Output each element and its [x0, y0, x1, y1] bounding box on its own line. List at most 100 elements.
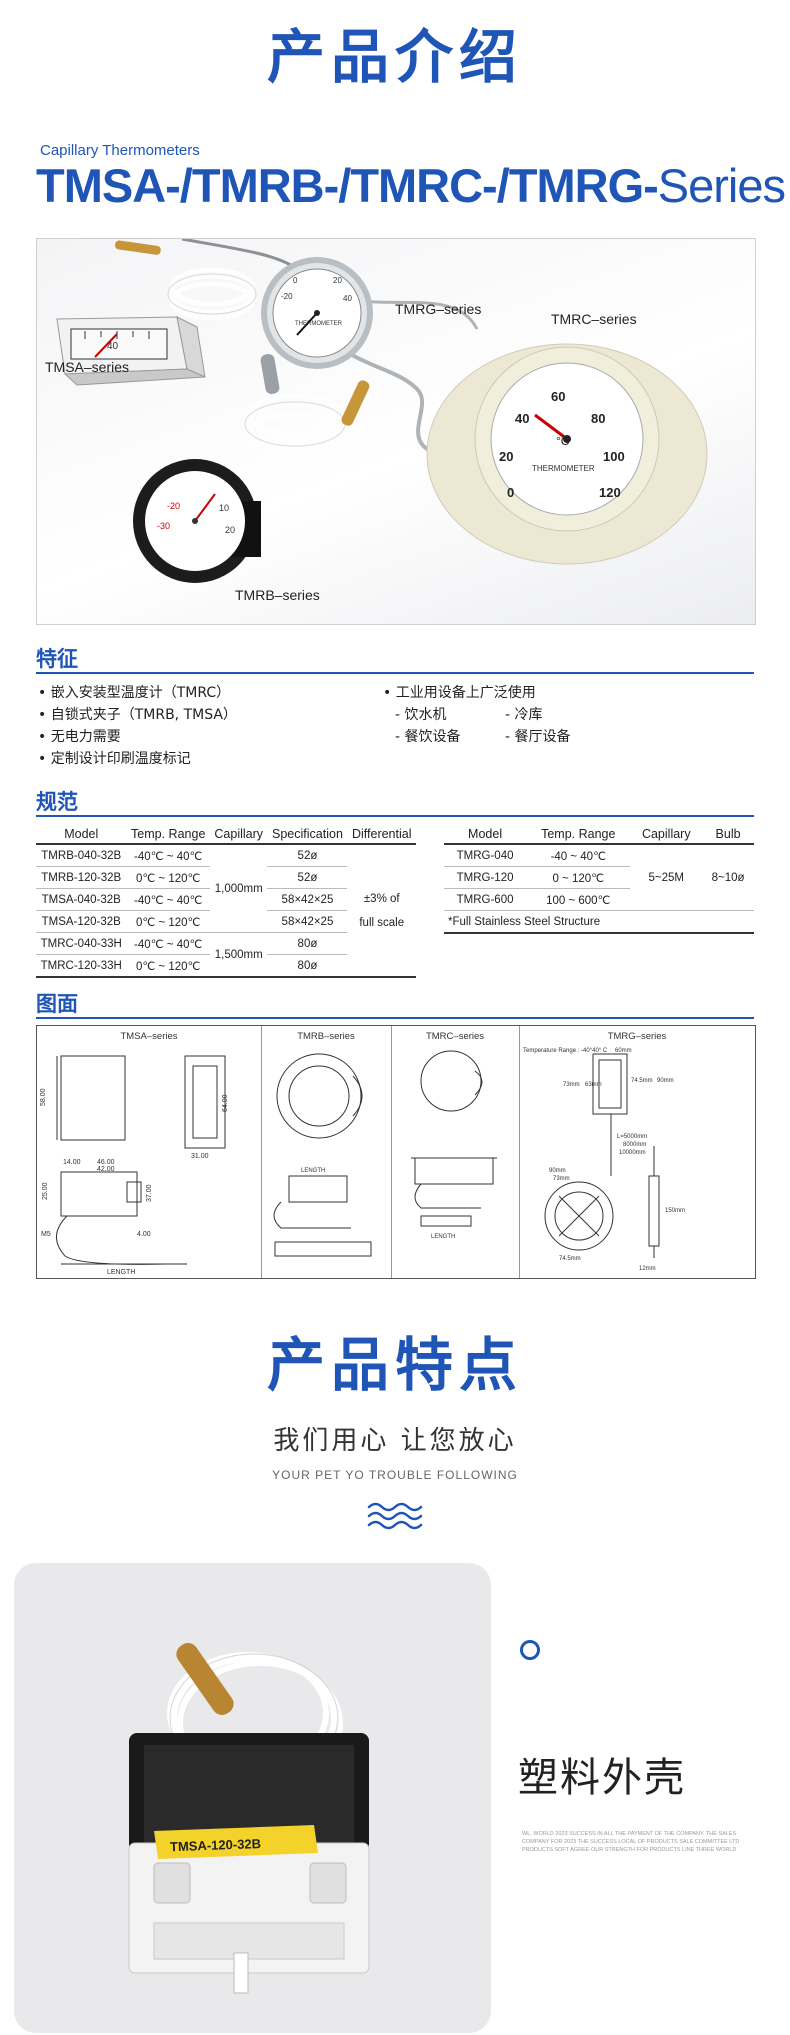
fine-print-line: COMPANY FOR 2023 THE SUCCESS LOCAL OF PR… [522, 1839, 740, 1845]
tmrc-tick-100: 100 [603, 449, 625, 464]
cell: TMRB-120-32B [36, 866, 127, 889]
differential-line: ±3% of [363, 892, 400, 905]
cell: 0℃ ~ 120℃ [126, 910, 210, 933]
cell: -40℃ ~ 40℃ [126, 888, 210, 911]
cell: TMRC-040-33H [36, 932, 127, 955]
features-title: 产品特点 [266, 1331, 523, 1399]
drawing-tmsa: TMSA–series 58.00 64.00 31.00 14.00 46.0… [37, 1026, 262, 1278]
cell: -40℃ ~ 40℃ [126, 844, 210, 867]
col-header: Model [444, 825, 527, 845]
dim: 58.00 [40, 1088, 47, 1106]
col-header: Capillary [210, 825, 268, 845]
table-row: TMRB-120-32B 0℃ ~ 120℃ 52ø [36, 866, 416, 889]
dim: 46.00 [97, 1159, 115, 1166]
tmrg-drawing-svg: Temperature Range : -40°40° C 60mm 73mm … [523, 1048, 685, 1272]
tmrg-thermometer: -20 0 20 40 THERMOMETER [261, 257, 373, 369]
cell: TMRG-600 [444, 888, 527, 911]
svg-text:-30: -30 [157, 521, 170, 531]
dim: 90mm [657, 1078, 674, 1084]
col-header: Bulb [702, 825, 754, 845]
series-title-main: TMSA-/TMRB-/TMRC-/TMRG- [36, 159, 659, 212]
spec-note: *Full Stainless Steel Structure [444, 910, 754, 934]
cell: TMRG-040 [444, 844, 527, 867]
detail-label: 塑料外壳 [518, 1755, 686, 1801]
feature-sub-item: - 饮水机 [395, 707, 447, 723]
svg-text:THERMOMETER: THERMOMETER [295, 321, 343, 327]
dim: L=5000mm [617, 1134, 647, 1140]
tmrc-tick-60: 60 [551, 389, 565, 404]
feature-sub-item: - 餐厅设备 [505, 729, 571, 745]
tmrc-tick-120: 120 [599, 485, 621, 500]
dim: M5 [41, 1231, 51, 1238]
tmrb-drawing-svg: LENGTH [273, 1053, 372, 1257]
dim: 150mm [665, 1208, 685, 1214]
svg-text:40: 40 [343, 294, 352, 303]
svg-text:20: 20 [333, 276, 342, 285]
cell: 5~25M [630, 844, 703, 911]
features-left-list: • 嵌入安装型温度计（TMRC） • 自锁式夹子（TMRB, TMSA） • 无… [38, 682, 237, 770]
table-row: TMRC-120-33H 0℃ ~ 120℃ 80ø [36, 954, 416, 978]
cell: 8~10ø [702, 844, 754, 911]
table-row: *Full Stainless Steel Structure [444, 910, 754, 934]
dim: 60mm [615, 1048, 632, 1054]
page-title: 产品介绍 [266, 23, 523, 91]
product-subtitle: Capillary Thermometers [40, 142, 200, 159]
technical-drawings: TMSA–series 58.00 64.00 31.00 14.00 46.0… [36, 1025, 756, 1279]
spec-table-right: Model Temp. Range Capillary Bulb TMRG-04… [444, 825, 754, 934]
cell: 80ø [267, 954, 348, 978]
features-divider [36, 672, 754, 674]
cell: 0℃ ~ 120℃ [126, 866, 210, 889]
product-detail-card: TMSA-120-32B [14, 1563, 491, 2033]
col-header: Temp. Range [126, 825, 210, 845]
spec-divider [36, 815, 754, 817]
col-header: Differential [347, 825, 416, 845]
dim: 90mm [549, 1168, 566, 1174]
feature-item: • 定制设计印刷温度标记 [38, 751, 191, 767]
fine-print-line: WL, WORLD 2023 SUCCESS IN ALL THE PAYMEN… [522, 1831, 737, 1837]
product-tag: TMSA-120-32B [170, 1836, 261, 1854]
col-header: Capillary [630, 825, 703, 845]
drawings-heading: 图面 [36, 992, 78, 1016]
dim: 74.5mm [631, 1078, 653, 1084]
waves-icon [367, 1502, 423, 1530]
svg-text:10: 10 [219, 503, 229, 513]
dim: 31.00 [191, 1153, 209, 1160]
label-tmrb: TMRB–series [235, 587, 320, 603]
dim: 10000mm [619, 1150, 646, 1156]
tmrb-thermometer: -20 -30 10 20 [133, 459, 261, 583]
table-header-row: Model Temp. Range Capillary Bulb [444, 825, 754, 845]
series-title-tail: Series [657, 159, 786, 212]
feature-item: • 工业用设备上广泛使用 [383, 685, 536, 701]
cell: 58×42×25 [267, 910, 348, 933]
drawing-title: TMRC–series [425, 1031, 485, 1042]
tmrc-tick-20: 20 [499, 449, 513, 464]
cell: 80ø [267, 932, 348, 955]
cell: TMRB-040-32B [36, 844, 127, 867]
table-row: TMRG-120 0 ~ 120℃ [444, 866, 754, 889]
col-header: Temp. Range [526, 825, 631, 845]
drawing-tmrc: TMRC–series LENGTH [391, 1026, 520, 1278]
drawing-title: TMRB–series [297, 1031, 355, 1042]
dim: 37.00 [146, 1184, 153, 1202]
dim: LENGTH [301, 1168, 325, 1174]
slogan-cn: 我们用心 让您放心 [273, 1426, 517, 1456]
cell: 1,000mm [210, 844, 268, 933]
table-row: TMRG-600 100 ~ 600℃ [444, 888, 754, 911]
slogan-en: YOUR PET YO TROUBLE FOLLOWING [272, 1468, 518, 1482]
table-row: TMSA-120-32B 0℃ ~ 120℃ 58×42×25 [36, 910, 416, 933]
feature-sub-item: - 冷库 [505, 707, 543, 723]
cell: TMSA-040-32B [36, 888, 127, 911]
cell: 52ø [267, 866, 348, 889]
features-heading: 特征 [36, 647, 78, 671]
spec-table-left: Model Temp. Range Capillary Specificatio… [36, 825, 416, 978]
features-right-list: • 工业用设备上广泛使用 - 饮水机- 冷库 - 餐饮设备- 餐厅设备 [383, 682, 743, 748]
drawing-tmrg: TMRG–series Temperature Range : -40°40° … [519, 1026, 755, 1278]
tmrc-tick-80: 80 [591, 411, 605, 426]
tmsa-product-photo: TMSA-120-32B [128, 1643, 370, 1994]
tmrc-thermometer: 0 20 40 60 80 100 120 °C THERMOMETER [426, 343, 708, 565]
svg-text:40: 40 [107, 341, 119, 352]
label-tmsa: TMSA–series [45, 359, 130, 375]
dim: 12mm [639, 1266, 656, 1272]
product-photo: 40 -20 -30 10 20 -20 0 20 40 THERMOMETER [36, 238, 756, 625]
cell: 58×42×25 [267, 888, 348, 911]
